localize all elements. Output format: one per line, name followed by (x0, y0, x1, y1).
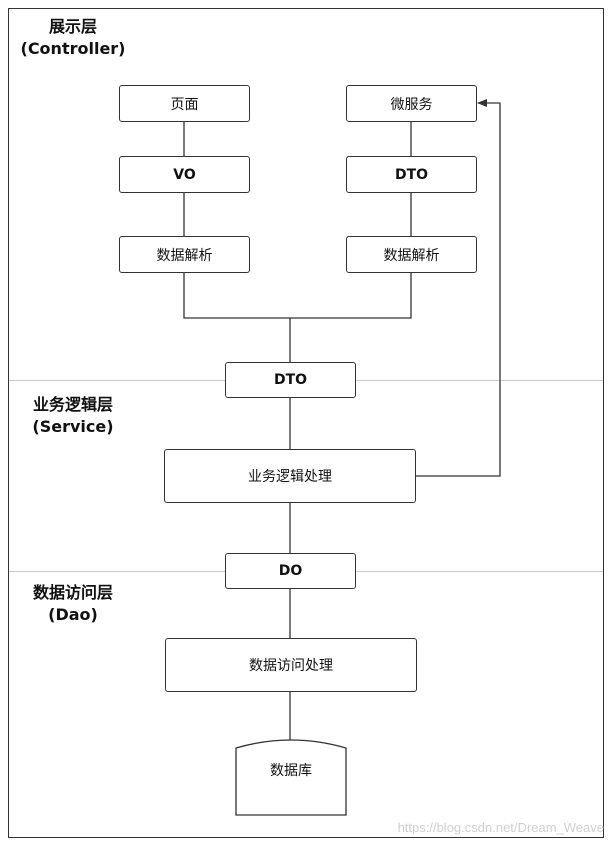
node-data-parse-left: 数据解析 (119, 236, 250, 273)
node-business-logic: 业务逻辑处理 (164, 449, 416, 503)
node-microservice: 微服务 (346, 85, 477, 122)
node-dto-right: DTO (346, 156, 477, 193)
layer-title-dao: 数据访问层 (32, 583, 113, 602)
node-data-access: 数据访问处理 (165, 638, 417, 692)
diagram-frame (8, 8, 604, 838)
layer-subtitle-service: (Service) (32, 417, 114, 436)
layer-subtitle-controller: (Controller) (20, 39, 126, 58)
node-data-parse-right: 数据解析 (346, 236, 477, 273)
layer-label-service: 业务逻辑层 (Service) (8, 394, 138, 438)
watermark-text: https://blog.csdn.net/Dream_Weave (397, 820, 604, 835)
node-vo: VO (119, 156, 250, 193)
database-shape (235, 739, 347, 816)
layer-subtitle-dao: (Dao) (48, 605, 98, 624)
line-parsers-merge (183, 273, 412, 319)
node-page: 页面 (119, 85, 250, 122)
node-dto-center: DTO (225, 362, 356, 398)
node-database-label: 数据库 (270, 763, 312, 779)
node-do: DO (225, 553, 356, 589)
layer-title-service: 业务逻辑层 (32, 395, 113, 414)
layer-label-dao: 数据访问层 (Dao) (8, 582, 138, 626)
layer-label-controller: 展示层 (Controller) (8, 16, 138, 60)
layer-title-controller: 展示层 (48, 17, 97, 36)
arrow-business-to-microservice (416, 99, 501, 477)
